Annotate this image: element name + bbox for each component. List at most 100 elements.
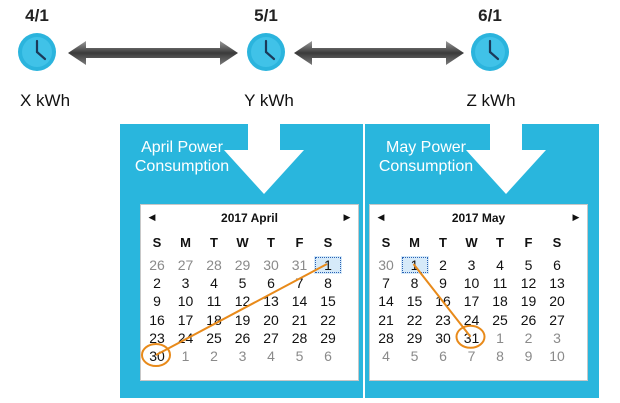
calendar-day[interactable]: 28 (291, 329, 308, 346)
calendar-day[interactable]: 5 (295, 348, 304, 364)
calendar-day[interactable]: 20 (263, 311, 279, 328)
may-panel-title: May Power Consumption (370, 138, 482, 176)
april-title-line1: April Power (141, 139, 223, 156)
calendar-day[interactable]: 11 (206, 293, 222, 310)
calendar-day[interactable]: 7 (467, 348, 476, 364)
calendar-day[interactable]: 20 (549, 293, 565, 310)
calendar-day[interactable]: 2 (439, 257, 447, 273)
calendar-day[interactable]: 18 (206, 311, 222, 328)
calendar-day[interactable]: 1 (181, 348, 190, 364)
calendar-day[interactable]: 14 (291, 293, 308, 310)
calendar-day[interactable]: 14 (378, 293, 394, 310)
calendar-day[interactable]: 2 (524, 329, 533, 346)
calendar-day[interactable]: 21 (378, 311, 394, 328)
date-label-apr: 4/1 (25, 6, 49, 25)
calendar-day[interactable]: 3 (467, 257, 476, 273)
weekday-header: W (236, 235, 249, 250)
calendar-day[interactable]: 26 (149, 257, 165, 273)
calendar-day[interactable]: 23 (149, 329, 165, 346)
calendar-day[interactable]: 15 (406, 293, 423, 310)
calendar-day[interactable]: 9 (153, 293, 161, 310)
calendar-day[interactable]: 5 (524, 257, 533, 273)
calendar-day[interactable]: 8 (324, 275, 332, 292)
calendar-day[interactable]: 30 (149, 348, 165, 364)
calendar-day[interactable]: 27 (549, 311, 565, 328)
calendar-day[interactable]: 3 (238, 348, 247, 364)
calendar-day[interactable]: 4 (496, 257, 504, 273)
calendar-day[interactable]: 26 (234, 329, 251, 346)
calendar-day[interactable]: 25 (206, 329, 222, 346)
calendar-day[interactable]: 27 (263, 329, 279, 346)
calendar-day[interactable]: 11 (492, 275, 508, 292)
calendar-day[interactable]: 8 (496, 348, 504, 364)
calendar-day[interactable]: 29 (406, 329, 423, 346)
calendar-day[interactable]: 19 (234, 311, 251, 328)
calendar-day[interactable]: 2 (210, 348, 218, 364)
calendar-day[interactable]: 28 (378, 329, 394, 346)
calendar-day[interactable]: 19 (520, 293, 537, 310)
calendar-day[interactable]: 13 (263, 293, 279, 310)
calendar-day[interactable]: 6 (324, 348, 332, 364)
calendar-day[interactable]: 10 (549, 348, 565, 364)
weekday-header: W (465, 235, 478, 250)
calendar-day[interactable]: 25 (492, 311, 508, 328)
calendar-day[interactable]: 2 (153, 275, 161, 292)
weekday-header: S (323, 235, 333, 250)
calendar-day[interactable]: 23 (435, 311, 451, 328)
weekday-header: F (295, 235, 304, 250)
calendar-day[interactable]: 5 (238, 275, 247, 292)
prev-month-arrow-icon[interactable]: ◀ (377, 212, 385, 222)
calendar-day[interactable]: 24 (177, 329, 194, 346)
calendar-day[interactable]: 16 (149, 311, 165, 328)
calendar-day[interactable]: 21 (291, 311, 308, 328)
weekday-header: M (180, 235, 191, 250)
calendar-day[interactable]: 29 (234, 257, 251, 273)
next-month-arrow-icon[interactable]: ▶ (343, 212, 351, 222)
calendar-day[interactable]: 3 (553, 329, 561, 346)
calendar-day[interactable]: 4 (267, 348, 275, 364)
calendar-day[interactable]: 12 (520, 275, 537, 292)
calendar-day[interactable]: 27 (177, 257, 194, 273)
clock-icon (471, 33, 509, 71)
calendar-day[interactable]: 5 (410, 348, 419, 364)
calendar-day[interactable]: 1 (400, 256, 429, 274)
calendar-day[interactable]: 30 (435, 329, 451, 346)
calendar-day[interactable]: 13 (549, 275, 565, 292)
next-month-arrow-icon[interactable]: ▶ (572, 212, 580, 222)
calendar-day[interactable]: 9 (524, 348, 533, 364)
calendar-day[interactable]: 9 (439, 275, 447, 292)
prev-month-arrow-icon[interactable]: ◀ (148, 212, 156, 222)
calendar-day[interactable]: 6 (553, 257, 561, 273)
calendar-day[interactable]: 4 (210, 275, 218, 292)
calendar-day[interactable]: 22 (320, 311, 336, 328)
calendar-day[interactable]: 7 (382, 275, 390, 292)
calendar-day[interactable]: 24 (463, 311, 480, 328)
calendar-day[interactable]: 8 (410, 275, 419, 292)
calendar-day[interactable]: 15 (320, 293, 336, 310)
calendar-day[interactable]: 29 (320, 329, 336, 346)
calendar-day[interactable]: 12 (234, 293, 251, 310)
calendar-day[interactable]: 18 (492, 293, 508, 310)
calendar-day[interactable]: 1 (314, 256, 342, 274)
calendar-day[interactable]: 22 (406, 311, 423, 328)
calendar-day[interactable]: 6 (439, 348, 447, 364)
calendar-header: 2017 May (451, 211, 506, 225)
calendar-day[interactable]: 10 (177, 293, 194, 310)
calendar-day[interactable]: 10 (463, 275, 480, 292)
calendar-day[interactable]: 17 (177, 311, 194, 328)
calendar-day[interactable]: 4 (382, 348, 390, 364)
calendar-day[interactable]: 28 (206, 257, 222, 273)
calendar-day[interactable]: 17 (463, 293, 480, 310)
calendar-day[interactable]: 31 (463, 329, 480, 346)
calendar-day[interactable]: 3 (181, 275, 190, 292)
calendar-day[interactable]: 6 (267, 275, 275, 292)
calendar-day[interactable]: 31 (291, 257, 308, 273)
calendar-day[interactable]: 26 (520, 311, 537, 328)
calendar-day[interactable]: 30 (263, 257, 279, 273)
calendar-day[interactable]: 30 (378, 257, 394, 273)
calendar-day[interactable]: 16 (435, 293, 451, 310)
calendar-day[interactable]: 7 (295, 275, 304, 292)
down-arrow-icon (466, 116, 546, 194)
calendar-day[interactable]: 1 (496, 329, 504, 346)
